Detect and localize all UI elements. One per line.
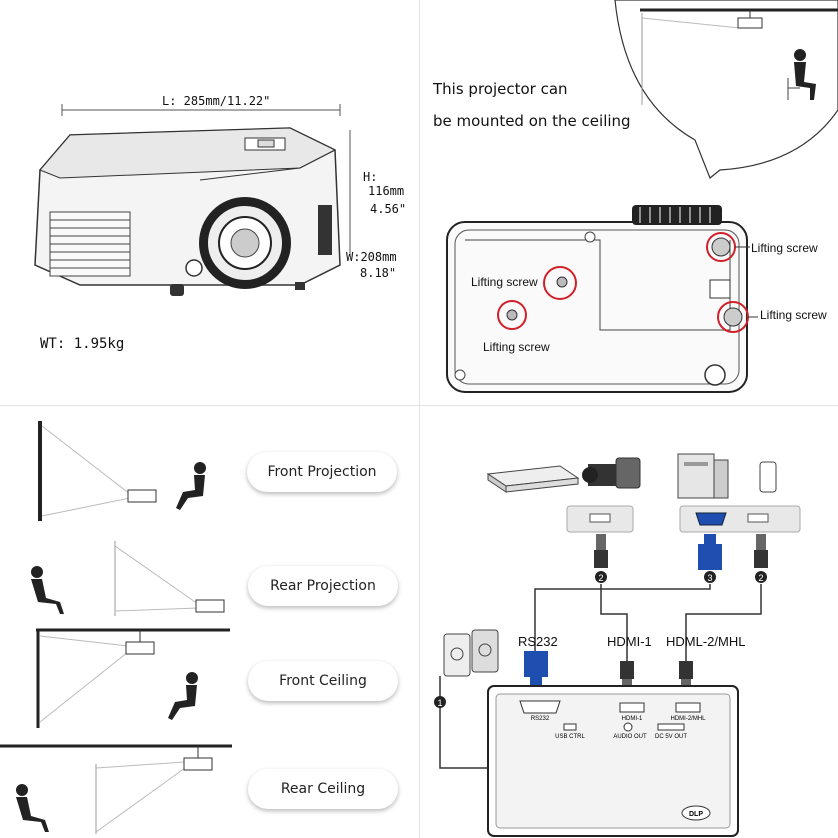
lifting-screw-label-left: Lifting screw	[483, 340, 550, 354]
ceiling-caption-line1: This projector can	[433, 80, 568, 98]
panel-audio-out: AUDIO OUT	[613, 734, 647, 740]
badge-audio: 1	[437, 698, 442, 708]
panel-hdmi2: HDMI-2/MHL	[670, 716, 706, 722]
panel-dc5v-out: DC 5V OUT	[655, 734, 687, 740]
rear-projection-label: Rear Projection	[248, 566, 398, 606]
weight-label: WT: 1.95kg	[40, 336, 125, 352]
projection-modes-illustration	[0, 421, 232, 834]
front-projection-label: Front Projection	[247, 452, 397, 492]
connection-diagram: 2 3 2 1 RS232 HDMI-1 HDMI-2/MHL USB CTRL	[434, 453, 801, 837]
panel-usb-ctrl: USB CTRL	[555, 734, 585, 740]
front-ceiling-label: Front Ceiling	[248, 661, 398, 701]
cable-label-rs232: RS232	[518, 634, 558, 649]
height-mm: 116mm	[368, 184, 405, 198]
height-in: 4.56"	[370, 202, 407, 216]
horizontal-divider	[0, 405, 838, 406]
panel-hdmi1: HDMI-1	[622, 716, 643, 722]
panel-rs232: RS232	[531, 716, 550, 722]
cable-label-hdmi1: HDMI-1	[607, 634, 652, 649]
width-in: 8.18"	[360, 266, 397, 280]
width-mm: W:208mm	[346, 250, 397, 264]
projector-illustration	[34, 104, 351, 296]
ceiling-mount-illustration	[446, 0, 838, 393]
badge-vga: 3	[707, 573, 712, 583]
rear-ceiling-label: Rear Ceiling	[248, 769, 398, 809]
lifting-screw-label-right: Lifting screw	[760, 308, 827, 322]
ceiling-caption-line2: be mounted on the ceiling	[433, 112, 631, 130]
badge-hdmi2: 2	[758, 573, 763, 583]
lifting-screw-label-top-right: Lifting screw	[751, 241, 818, 255]
vertical-divider	[419, 0, 420, 838]
length-label: L: 285mm/11.22"	[162, 94, 271, 108]
cable-label-hdmi2: HDML-2/MHL	[666, 634, 746, 649]
dlp-logo: DLP	[689, 811, 703, 818]
lifting-screw-label-center: Lifting screw	[471, 275, 538, 289]
badge-hdmi1: 2	[598, 573, 603, 583]
height-label: H:	[363, 170, 378, 184]
